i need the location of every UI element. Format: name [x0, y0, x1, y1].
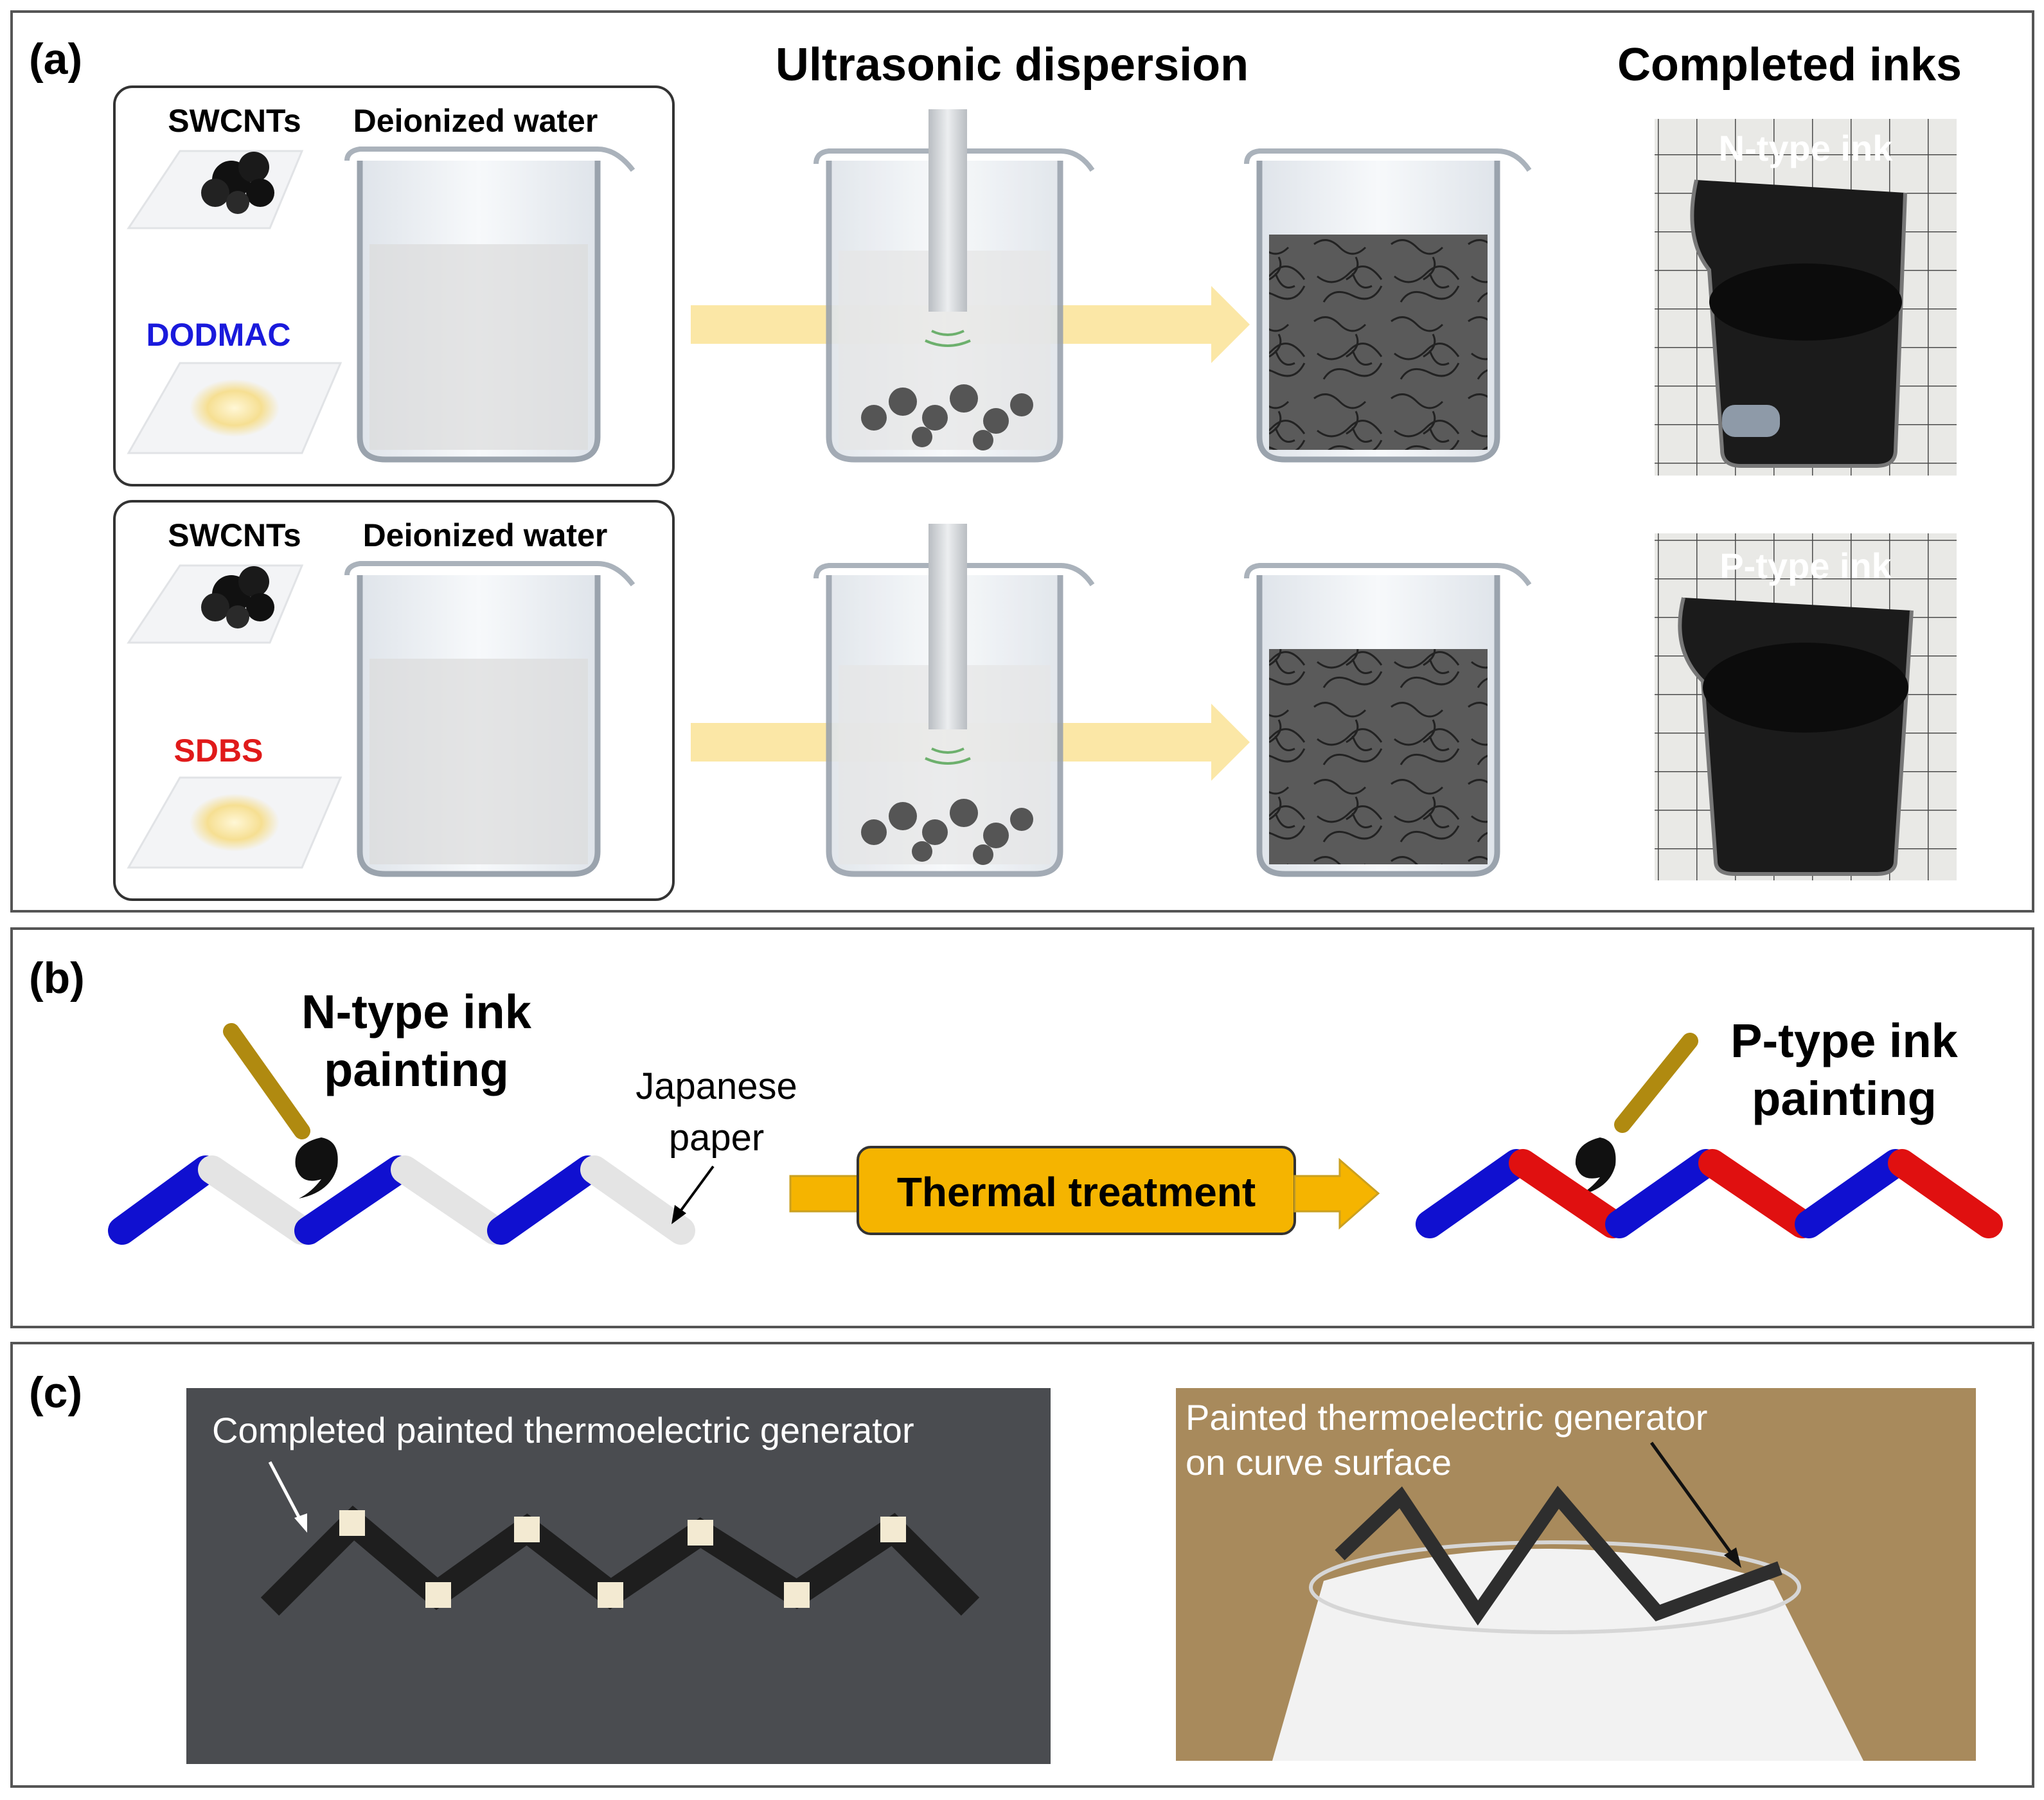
photo-left-caption: Completed painted thermoelectric generat… [212, 1410, 914, 1450]
paper-pointer-arrow [677, 1165, 715, 1216]
japanese-paper-label-line2: paper [669, 1117, 764, 1159]
ink-drop-icon-n [295, 1137, 338, 1199]
panel-a-label: (a) [29, 35, 82, 84]
swcnts-label-top: SWCNTs [168, 103, 301, 139]
beaker-sonication-top [813, 109, 1095, 463]
swcnt-cluster-icon-top [201, 152, 274, 214]
photo-p-type-ink: P-type ink [1655, 533, 1957, 880]
beaker-dispersed-bottom [1244, 563, 1532, 877]
beaker-sonication-bottom [813, 524, 1095, 877]
top-row: SWCNTs Deionized water DODMAC [113, 85, 1957, 486]
zigzag-n-segments [108, 1155, 695, 1245]
surfactant-blob-top [190, 379, 280, 437]
japanese-paper-label-line1: Japanese [635, 1065, 797, 1107]
photo-right-caption-line2: on curve surface [1186, 1442, 1452, 1483]
completed-inks-title: Completed inks [1617, 39, 1962, 91]
bottom-row: SWCNTs Deionized water SDBS [113, 500, 1957, 901]
panel-c: (c) Completed painted thermoelectric gen… [10, 1342, 2034, 1788]
thermal-treatment-label: Thermal treatment [897, 1169, 1256, 1215]
ultrasonic-probe-top [929, 109, 967, 312]
swcnt-cluster-icon-bottom [201, 566, 274, 628]
beaker-dispersed-top [1244, 148, 1532, 463]
photo-n-type-ink: N-type ink [1655, 119, 1957, 476]
p-type-ink-label: P-type ink [1720, 546, 1892, 586]
ultrasonic-title: Ultrasonic dispersion [776, 39, 1249, 91]
sdbs-label: SDBS [174, 733, 263, 769]
panel-b-label: (b) [29, 954, 85, 1002]
surfactant-blob-bottom [190, 794, 280, 851]
water-label-top: Deionized water [353, 103, 598, 139]
swcnts-label-bottom: SWCNTs [168, 517, 301, 553]
dodmac-label: DODMAC [147, 317, 291, 353]
caption-pointer-left [268, 1461, 304, 1524]
caption-pointer-right [1649, 1441, 1737, 1560]
zigzag-np-segments [1416, 1149, 2003, 1238]
water-label-bottom: Deionized water [363, 517, 608, 553]
photo-right-caption-line1: Painted thermoelectric generator [1186, 1397, 1707, 1438]
ultrasonic-probe-bottom [929, 524, 967, 729]
ink-drop-icon-p [1575, 1137, 1616, 1195]
beaker-water-bottom [344, 561, 635, 877]
n-painting-title-line1: N-type ink [301, 985, 532, 1038]
panel-b: (b) N-type ink painting Japanese paper T… [10, 927, 2034, 1328]
p-painting-title-line1: P-type ink [1730, 1014, 1958, 1067]
brush-icon-p [1614, 1033, 1698, 1133]
beaker-water-top [344, 147, 635, 463]
panel-a: (a) Ultrasonic dispersion Completed inks… [10, 10, 2034, 913]
n-painting-title-line2: painting [324, 1043, 509, 1096]
photo-curved-surface-generator: Painted thermoelectric generator on curv… [1176, 1388, 1976, 1761]
panel-c-label: (c) [29, 1368, 82, 1417]
photo-completed-generator: Completed painted thermoelectric generat… [186, 1388, 1051, 1764]
brush-icon-n [223, 1023, 310, 1139]
n-type-ink-label: N-type ink [1719, 128, 1894, 168]
thermal-arrow-tail [789, 1175, 862, 1213]
p-painting-title-line2: painting [1752, 1072, 1937, 1125]
panel-b-frame [10, 927, 2034, 1328]
thermal-arrow-head [1293, 1157, 1380, 1230]
